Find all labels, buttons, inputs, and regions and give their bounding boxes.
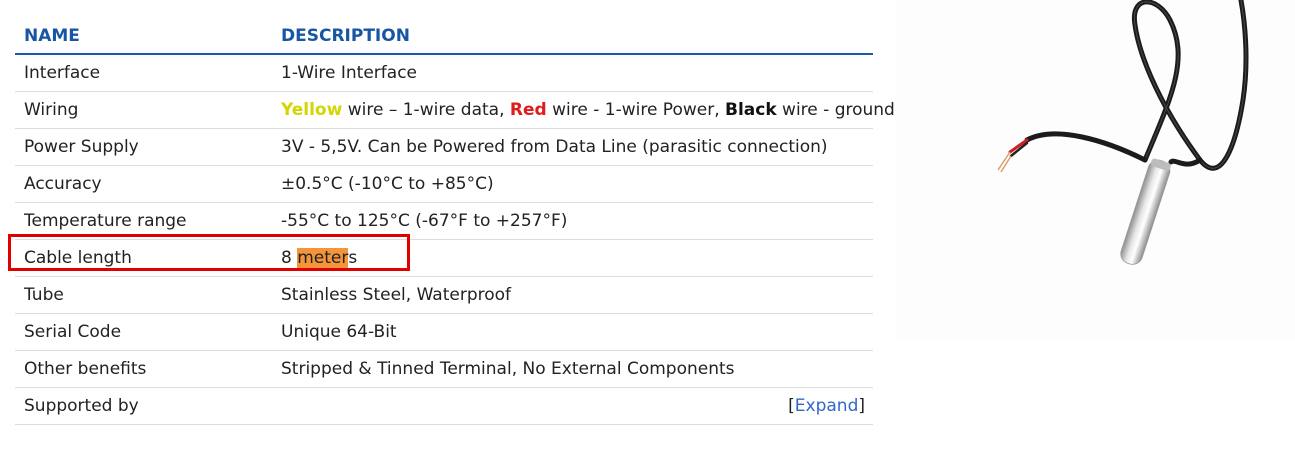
table-row-supported-by: Supported by [Expand] xyxy=(15,387,873,425)
row-value: -55°C to 125°C (-67°F to +257°F) xyxy=(281,202,873,240)
search-highlight: meter xyxy=(297,248,349,268)
row-label: Interface xyxy=(15,54,281,92)
spec-table: NAME DESCRIPTION Interface 1-Wire Interf… xyxy=(15,15,900,425)
table-row: Interface 1-Wire Interface xyxy=(15,54,873,92)
expand-control: [Expand] xyxy=(788,396,865,416)
row-label: Supported by xyxy=(15,387,281,425)
expand-link[interactable]: Expand xyxy=(794,396,859,416)
row-label: Accuracy xyxy=(15,165,281,203)
wire-black-label: Black xyxy=(725,100,777,120)
row-value: 3V - 5,5V. Can be Powered from Data Line… xyxy=(281,128,873,166)
table-row: Wiring Yellow wire – 1-wire data, Red wi… xyxy=(15,91,900,129)
row-label: Wiring xyxy=(15,91,281,129)
table-row: Serial Code Unique 64-Bit xyxy=(15,313,873,351)
table-row: Temperature range -55°C to 125°C (-67°F … xyxy=(15,202,873,240)
wire-yellow-label: Yellow xyxy=(281,100,343,120)
row-value: 1-Wire Interface xyxy=(281,54,873,92)
table-row: Accuracy ±0.5°C (-10°C to +85°C) xyxy=(15,165,873,203)
column-header-description: DESCRIPTION xyxy=(281,15,873,55)
bracket-close: ] xyxy=(858,396,865,416)
row-label: Other benefits xyxy=(15,350,281,388)
row-label: Temperature range xyxy=(15,202,281,240)
column-header-name: NAME xyxy=(15,15,281,55)
temperature-probe-illustration xyxy=(997,0,1249,265)
row-value: Stripped & Tinned Terminal, No External … xyxy=(281,350,873,388)
product-image xyxy=(895,0,1295,338)
row-value: Unique 64-Bit xyxy=(281,313,873,351)
table-row: Tube Stainless Steel, Waterproof xyxy=(15,276,873,314)
row-value: [Expand] xyxy=(281,387,873,425)
row-value: Stainless Steel, Waterproof xyxy=(281,276,873,314)
cable-length-annotation-box xyxy=(8,234,410,271)
row-label: Power Supply xyxy=(15,128,281,166)
row-value: Yellow wire – 1-wire data, Red wire - 1-… xyxy=(281,91,900,129)
header-row: NAME DESCRIPTION xyxy=(15,15,873,55)
wire-text: wire - 1-wire Power, xyxy=(546,100,726,120)
wire-text: wire – 1-wire data, xyxy=(342,100,510,120)
cable-length-suffix: s xyxy=(348,248,358,268)
bracket-open: [ xyxy=(788,396,795,416)
row-value: ±0.5°C (-10°C to +85°C) xyxy=(281,165,873,203)
table-row: Power Supply 3V - 5,5V. Can be Powered f… xyxy=(15,128,873,166)
wire-text: wire - ground. xyxy=(776,100,901,120)
cable-length-number: 8 xyxy=(281,248,298,268)
wire-red-label: Red xyxy=(509,100,547,120)
table-row: Other benefits Stripped & Tinned Termina… xyxy=(15,350,873,388)
row-label: Tube xyxy=(15,276,281,314)
row-label: Serial Code xyxy=(15,313,281,351)
